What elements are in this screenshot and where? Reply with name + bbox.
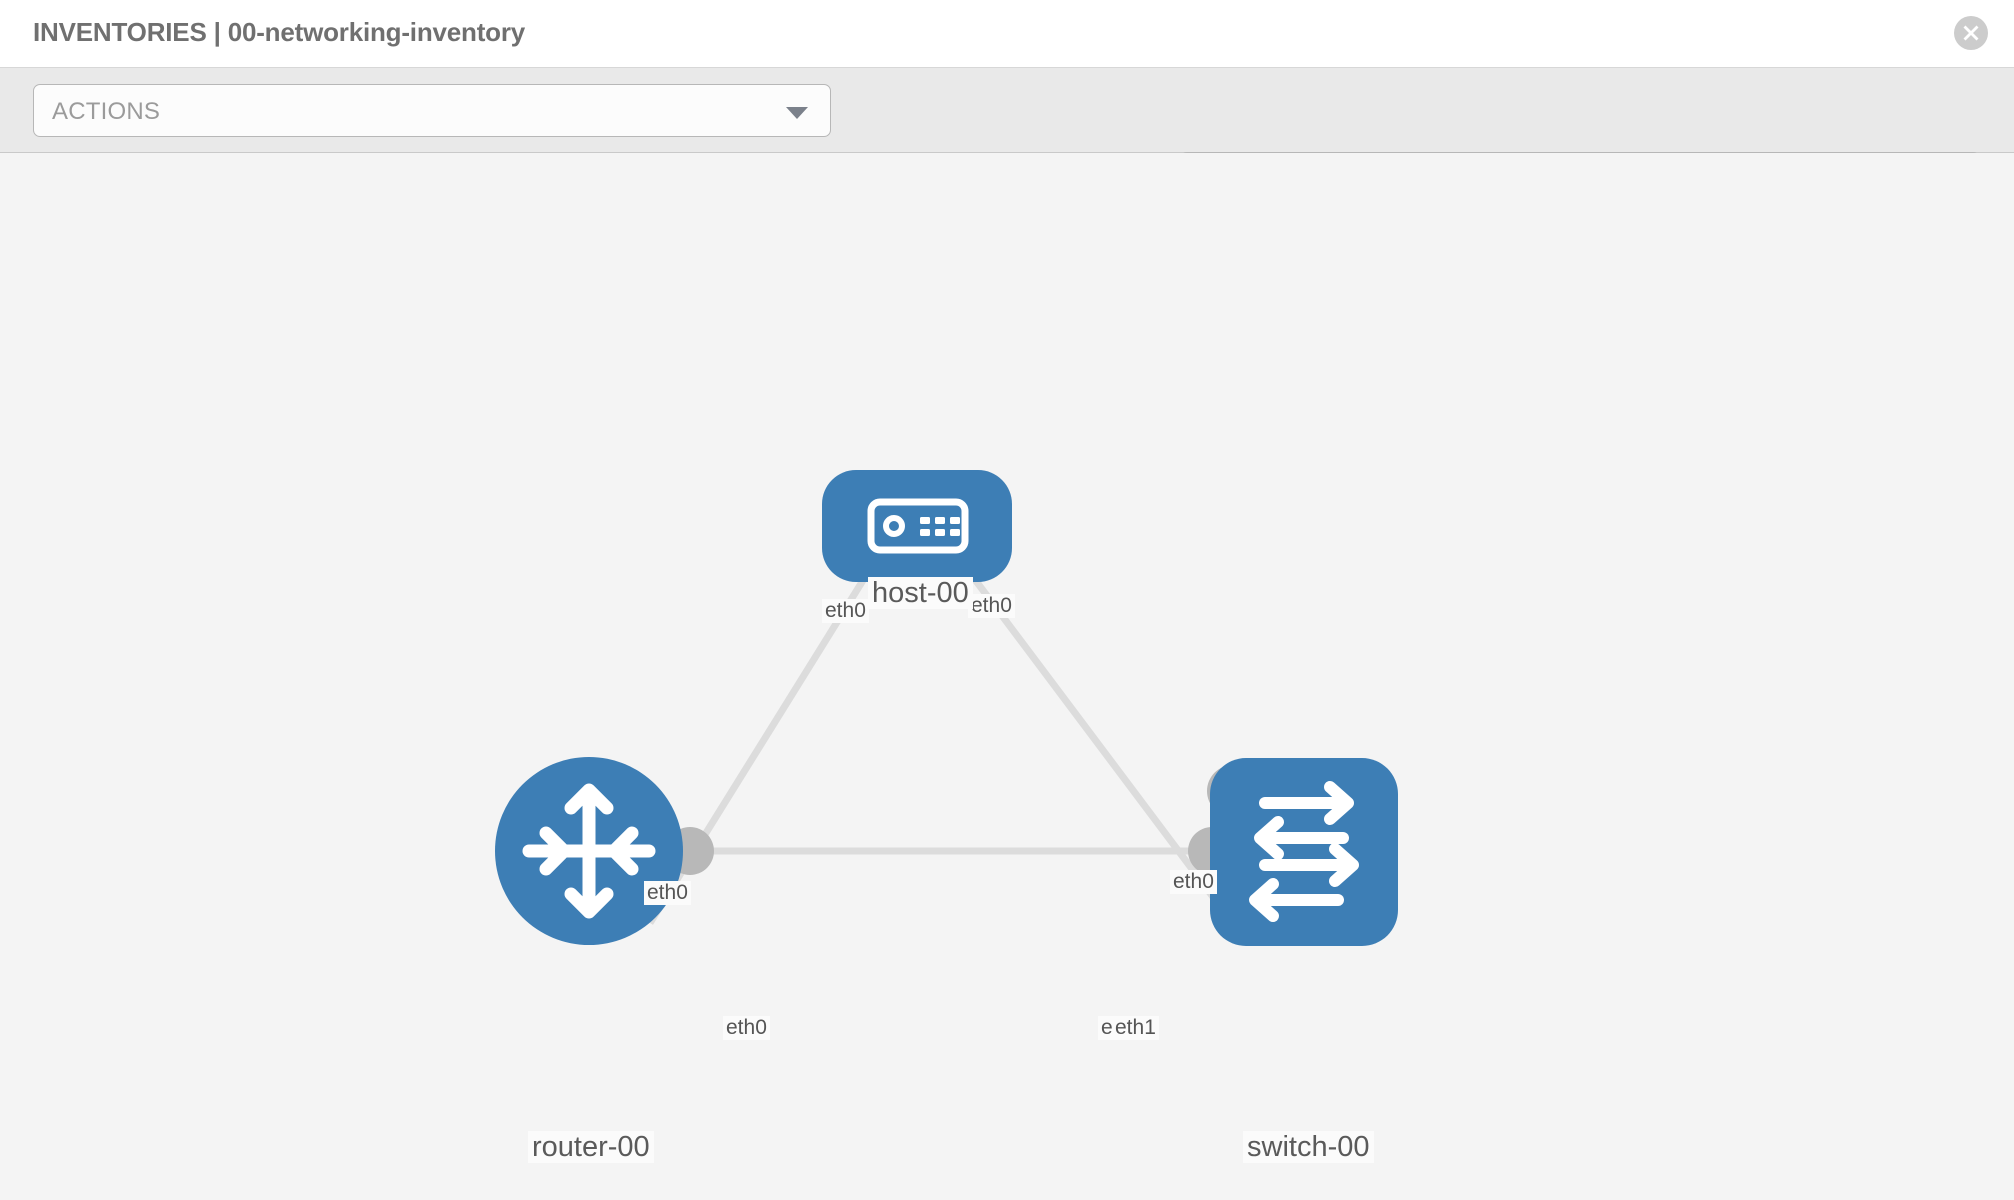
toolbar: ACTIONS [0,68,2014,205]
header-bar: INVENTORIES | 00-networking-inventory [0,0,2014,68]
edge-label-switch-left-b: eth1 [1112,1016,1159,1041]
edge-label-switch-top: eth0 [1170,870,1217,895]
chevron-down-icon [786,107,808,119]
edge-label-host-right: eth0 [968,594,1015,619]
page-title: INVENTORIES | 00-networking-inventory [33,17,526,47]
node-label-router: router-00 [528,1131,654,1164]
topology-graph [495,470,1398,946]
node-router-00 [495,757,683,945]
actions-dropdown[interactable]: ACTIONS [33,84,831,137]
topology-links [647,550,1243,936]
node-label-switch: switch-00 [1243,1131,1374,1164]
close-icon[interactable] [1954,16,1988,50]
edge-label-router-right: eth0 [723,1016,770,1041]
router-icon [522,783,656,919]
edge-label-host-left: eth0 [822,599,869,624]
actions-dropdown-label: ACTIONS [52,98,161,125]
node-host-00 [822,470,1012,582]
switch-icon [1249,781,1359,922]
node-switch-00 [1210,758,1398,946]
server-icon [867,498,969,554]
topology-canvas[interactable]: eth0 eth0 eth0 eth0 eth0 eth eth1 host-0… [0,153,2014,1200]
edge-label-router-top: eth0 [644,881,691,906]
node-label-host: host-00 [868,577,973,610]
